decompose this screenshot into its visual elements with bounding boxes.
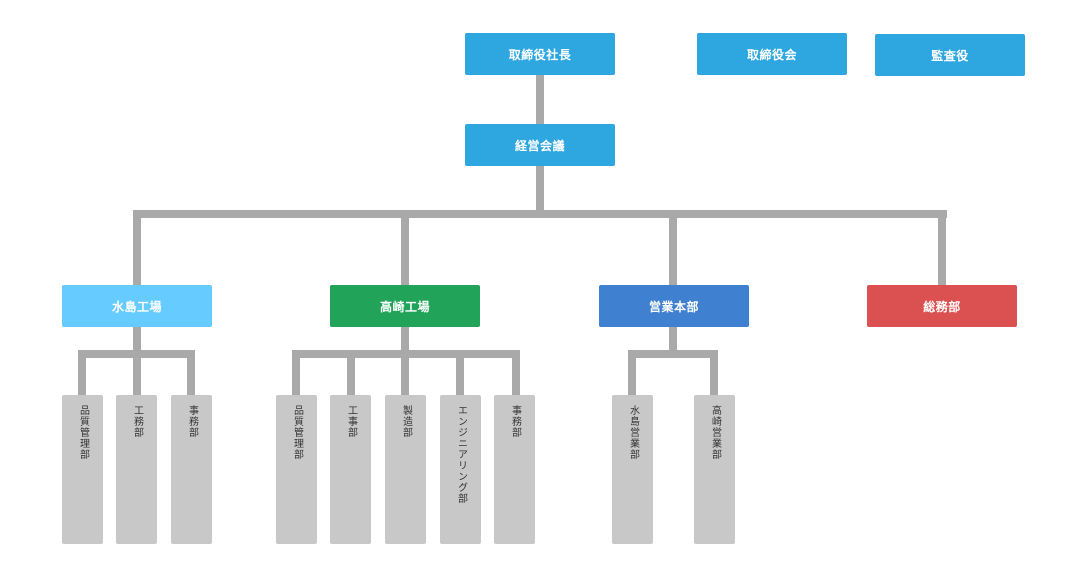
dept-box-mizushima-sales: 水島営業部 — [612, 395, 653, 544]
connector-line — [456, 350, 464, 395]
president-box: 取締役社長 — [465, 33, 615, 75]
management-meeting-box: 経営会議 — [465, 124, 615, 166]
sales-hq-box: 営業本部 — [599, 285, 749, 327]
takasaki-plant-box: 高崎工場 — [330, 285, 480, 327]
dept-box-administration: 事務部 — [171, 395, 212, 544]
connector-line — [710, 350, 718, 395]
connector-line — [187, 350, 195, 395]
board-box: 取締役会 — [697, 33, 847, 75]
general-affairs-box: 総務部 — [867, 285, 1017, 327]
dept-box-engineering-works: 工務部 — [116, 395, 157, 544]
connector-line — [78, 350, 86, 395]
dept-box-manufacturing: 製造部 — [385, 395, 426, 544]
auditor-box: 監査役 — [875, 34, 1025, 76]
dept-box-engineering: エンジニアリング部 — [440, 395, 481, 544]
dept-box-construction: 工事部 — [330, 395, 371, 544]
connector-line — [938, 210, 946, 285]
mizushima-plant-box: 水島工場 — [62, 285, 212, 327]
dept-box-administration: 事務部 — [494, 395, 535, 544]
connector-line — [628, 350, 718, 358]
dept-box-quality-control: 品質管理部 — [276, 395, 317, 544]
connector-line — [292, 350, 300, 395]
connector-line — [401, 210, 409, 285]
connector-line — [347, 350, 355, 395]
connector-line — [133, 350, 141, 395]
connector-line — [133, 326, 141, 354]
dept-box-quality-control: 品質管理部 — [62, 395, 103, 544]
connector-line — [401, 350, 409, 395]
connector-line — [536, 166, 544, 213]
connector-line — [401, 326, 409, 354]
dept-box-takasaki-sales: 高崎営業部 — [694, 395, 735, 544]
connector-line — [133, 210, 947, 218]
connector-line — [628, 350, 636, 395]
connector-line — [133, 210, 141, 285]
connector-line — [536, 74, 544, 124]
connector-line — [669, 326, 677, 354]
connector-line — [512, 350, 520, 395]
connector-line — [669, 210, 677, 285]
